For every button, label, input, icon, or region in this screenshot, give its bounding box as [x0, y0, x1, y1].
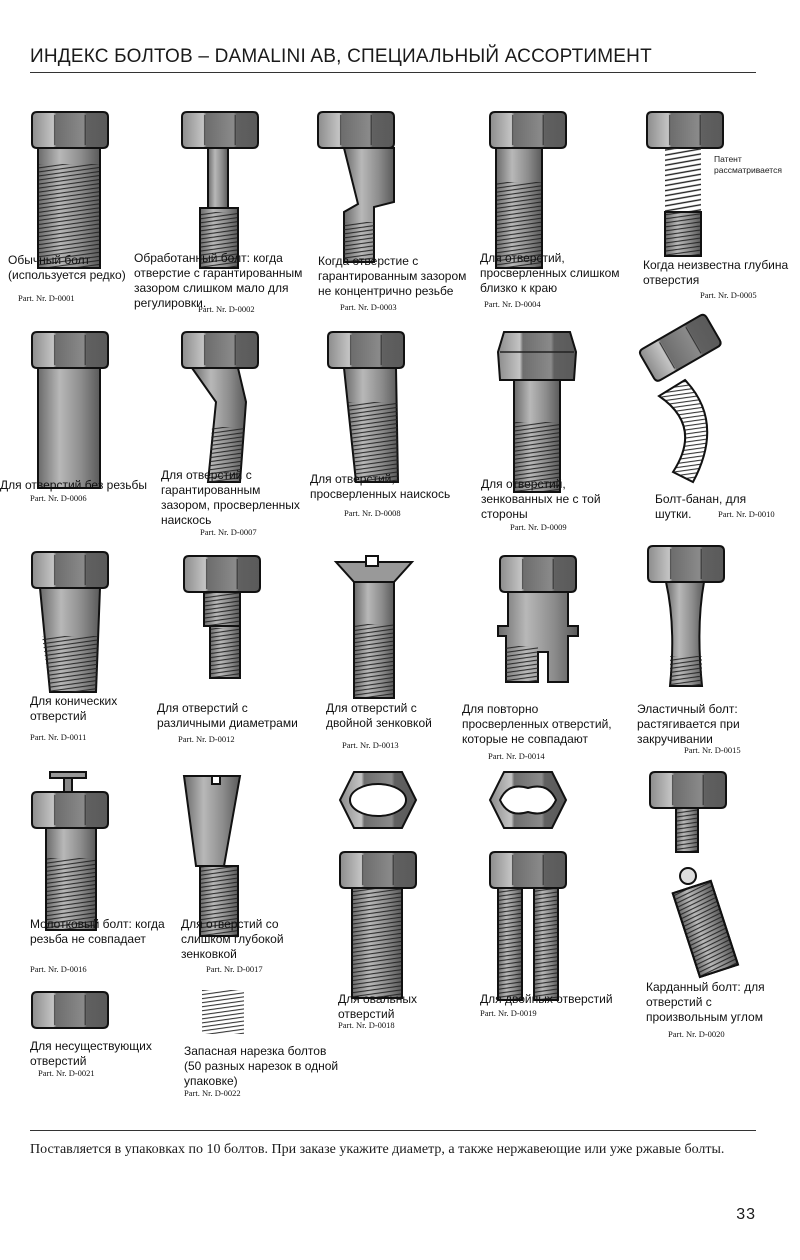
part-number-d0018: Part. Nr. D-0018 [338, 1020, 395, 1030]
part-number-d0019: Part. Nr. D-0019 [480, 1008, 537, 1018]
header-rule [30, 72, 756, 73]
bolt-illustration-d0006 [30, 331, 160, 512]
bolt-illustration-d0021 [30, 991, 160, 1172]
part-number-d0014: Part. Nr. D-0014 [488, 751, 545, 761]
bolt-illustration-d0011 [30, 551, 160, 732]
caption-d0017: Для отверстий со слишком глубокой зенков… [181, 917, 284, 961]
caption-d0004: Для отверстий, просверленных слишком бли… [480, 251, 620, 295]
part-number-d0002: Part. Nr. D-0002 [198, 304, 255, 314]
caption-d0018: Для овальных отверстий [338, 992, 418, 1021]
part-number-d0006: Part. Nr. D-0006 [30, 493, 87, 503]
part-number-d0012: Part. Nr. D-0012 [178, 734, 235, 744]
caption-d0013: Для отверстий с двойной зенковкой [326, 701, 432, 730]
bolt-illustration-d0015 [646, 545, 776, 726]
caption-d0003: Когда отверстие с гарантированным зазоро… [318, 254, 467, 298]
bolt-illustration-d0008 [326, 331, 456, 512]
caption-d0022: Запасная нарезка болтов (50 разных нарез… [184, 1044, 339, 1088]
caption-d0002: Обработанный болт: когда отверстие с гар… [134, 251, 303, 310]
caption-d0009: Для отверстий, зенкованных не с той стор… [481, 477, 601, 521]
part-number-d0010: Part. Nr. D-0010 [718, 509, 775, 519]
caption-d0005: Когда неизвестна глубина отверстия [643, 258, 789, 287]
bolt-illustration-d0002 [180, 111, 310, 292]
footer-note: Поставляется в упаковках по 10 болтов. П… [30, 1142, 725, 1157]
caption-d0016: Молотковый болт: когда резьба не совпада… [30, 917, 165, 946]
bolt-illustration-d0001 [30, 111, 160, 292]
part-number-d0015: Part. Nr. D-0015 [684, 745, 741, 755]
page-title: ИНДЕКС БОЛТОВ – DAMALINI AB, СПЕЦИАЛЬНЫЙ… [30, 46, 652, 67]
caption-d0015: Эластичный болт: растягивается при закру… [637, 702, 740, 746]
caption-d0007: Для отверстий с гарантированным зазором,… [161, 468, 300, 527]
caption-d0001: Обычный болт (используется редко) [8, 253, 126, 282]
bolt-illustration-d0009 [496, 331, 626, 512]
part-number-d0016: Part. Nr. D-0016 [30, 964, 87, 974]
part-number-d0005: Part. Nr. D-0005 [700, 290, 757, 300]
part-number-d0008: Part. Nr. D-0008 [344, 508, 401, 518]
bolt-illustration-d0013 [333, 552, 464, 732]
caption-d0019: Для двойных отверстий [480, 992, 613, 1006]
bolt-illustration-d0016 [30, 771, 160, 952]
caption-d0021: Для несуществующих отверстий [30, 1039, 152, 1068]
bolt-illustration-d0020 [648, 771, 778, 979]
part-number-d0004: Part. Nr. D-0004 [484, 299, 541, 309]
bolt-illustration-d0018 [338, 771, 468, 999]
part-number-d0007: Part. Nr. D-0007 [200, 527, 257, 537]
bolt-illustration-d0012 [182, 555, 312, 736]
caption-d0020: Карданный болт: для отверстий с произвол… [646, 980, 765, 1024]
bolt-illustration-d0003 [316, 111, 446, 292]
bolt-illustration-d0017 [182, 775, 314, 956]
footer-rule [30, 1130, 756, 1131]
part-number-d0001: Part. Nr. D-0001 [18, 293, 75, 303]
patent-pending-note: Патент рассматривается [714, 154, 782, 175]
part-number-d0011: Part. Nr. D-0011 [30, 732, 87, 742]
part-number-d0020: Part. Nr. D-0020 [668, 1029, 725, 1039]
part-number-d0003: Part. Nr. D-0003 [340, 302, 397, 312]
bolt-illustration-d0010 [638, 313, 775, 502]
bolt-illustration-d0014 [497, 555, 628, 736]
part-number-d0021: Part. Nr. D-0021 [38, 1068, 95, 1078]
caption-d0010: Болт-банан, для шутки. [655, 492, 747, 521]
bolt-illustration-d0022 [202, 990, 332, 1170]
bolt-illustration-d0007 [180, 331, 310, 512]
bolt-illustration-d0004 [488, 111, 618, 292]
bolt-illustration-d0019 [488, 771, 618, 1001]
caption-d0006: Для отверстий без резьбы [0, 478, 148, 492]
page-number: 33 [736, 1206, 756, 1223]
caption-d0008: Для отверстий, просверленных наискось [310, 472, 451, 501]
bolt-illustration-d0005 [645, 111, 775, 292]
part-number-d0013: Part. Nr. D-0013 [342, 740, 399, 750]
caption-d0012: Для отверстий с различными диаметрами [157, 701, 298, 730]
caption-d0011: Для конических отверстий [30, 694, 118, 723]
part-number-d0022: Part. Nr. D-0022 [184, 1088, 241, 1098]
caption-d0014: Для повторно просверленных отверстий, ко… [462, 702, 612, 746]
part-number-d0009: Part. Nr. D-0009 [510, 522, 567, 532]
part-number-d0017: Part. Nr. D-0017 [206, 964, 263, 974]
